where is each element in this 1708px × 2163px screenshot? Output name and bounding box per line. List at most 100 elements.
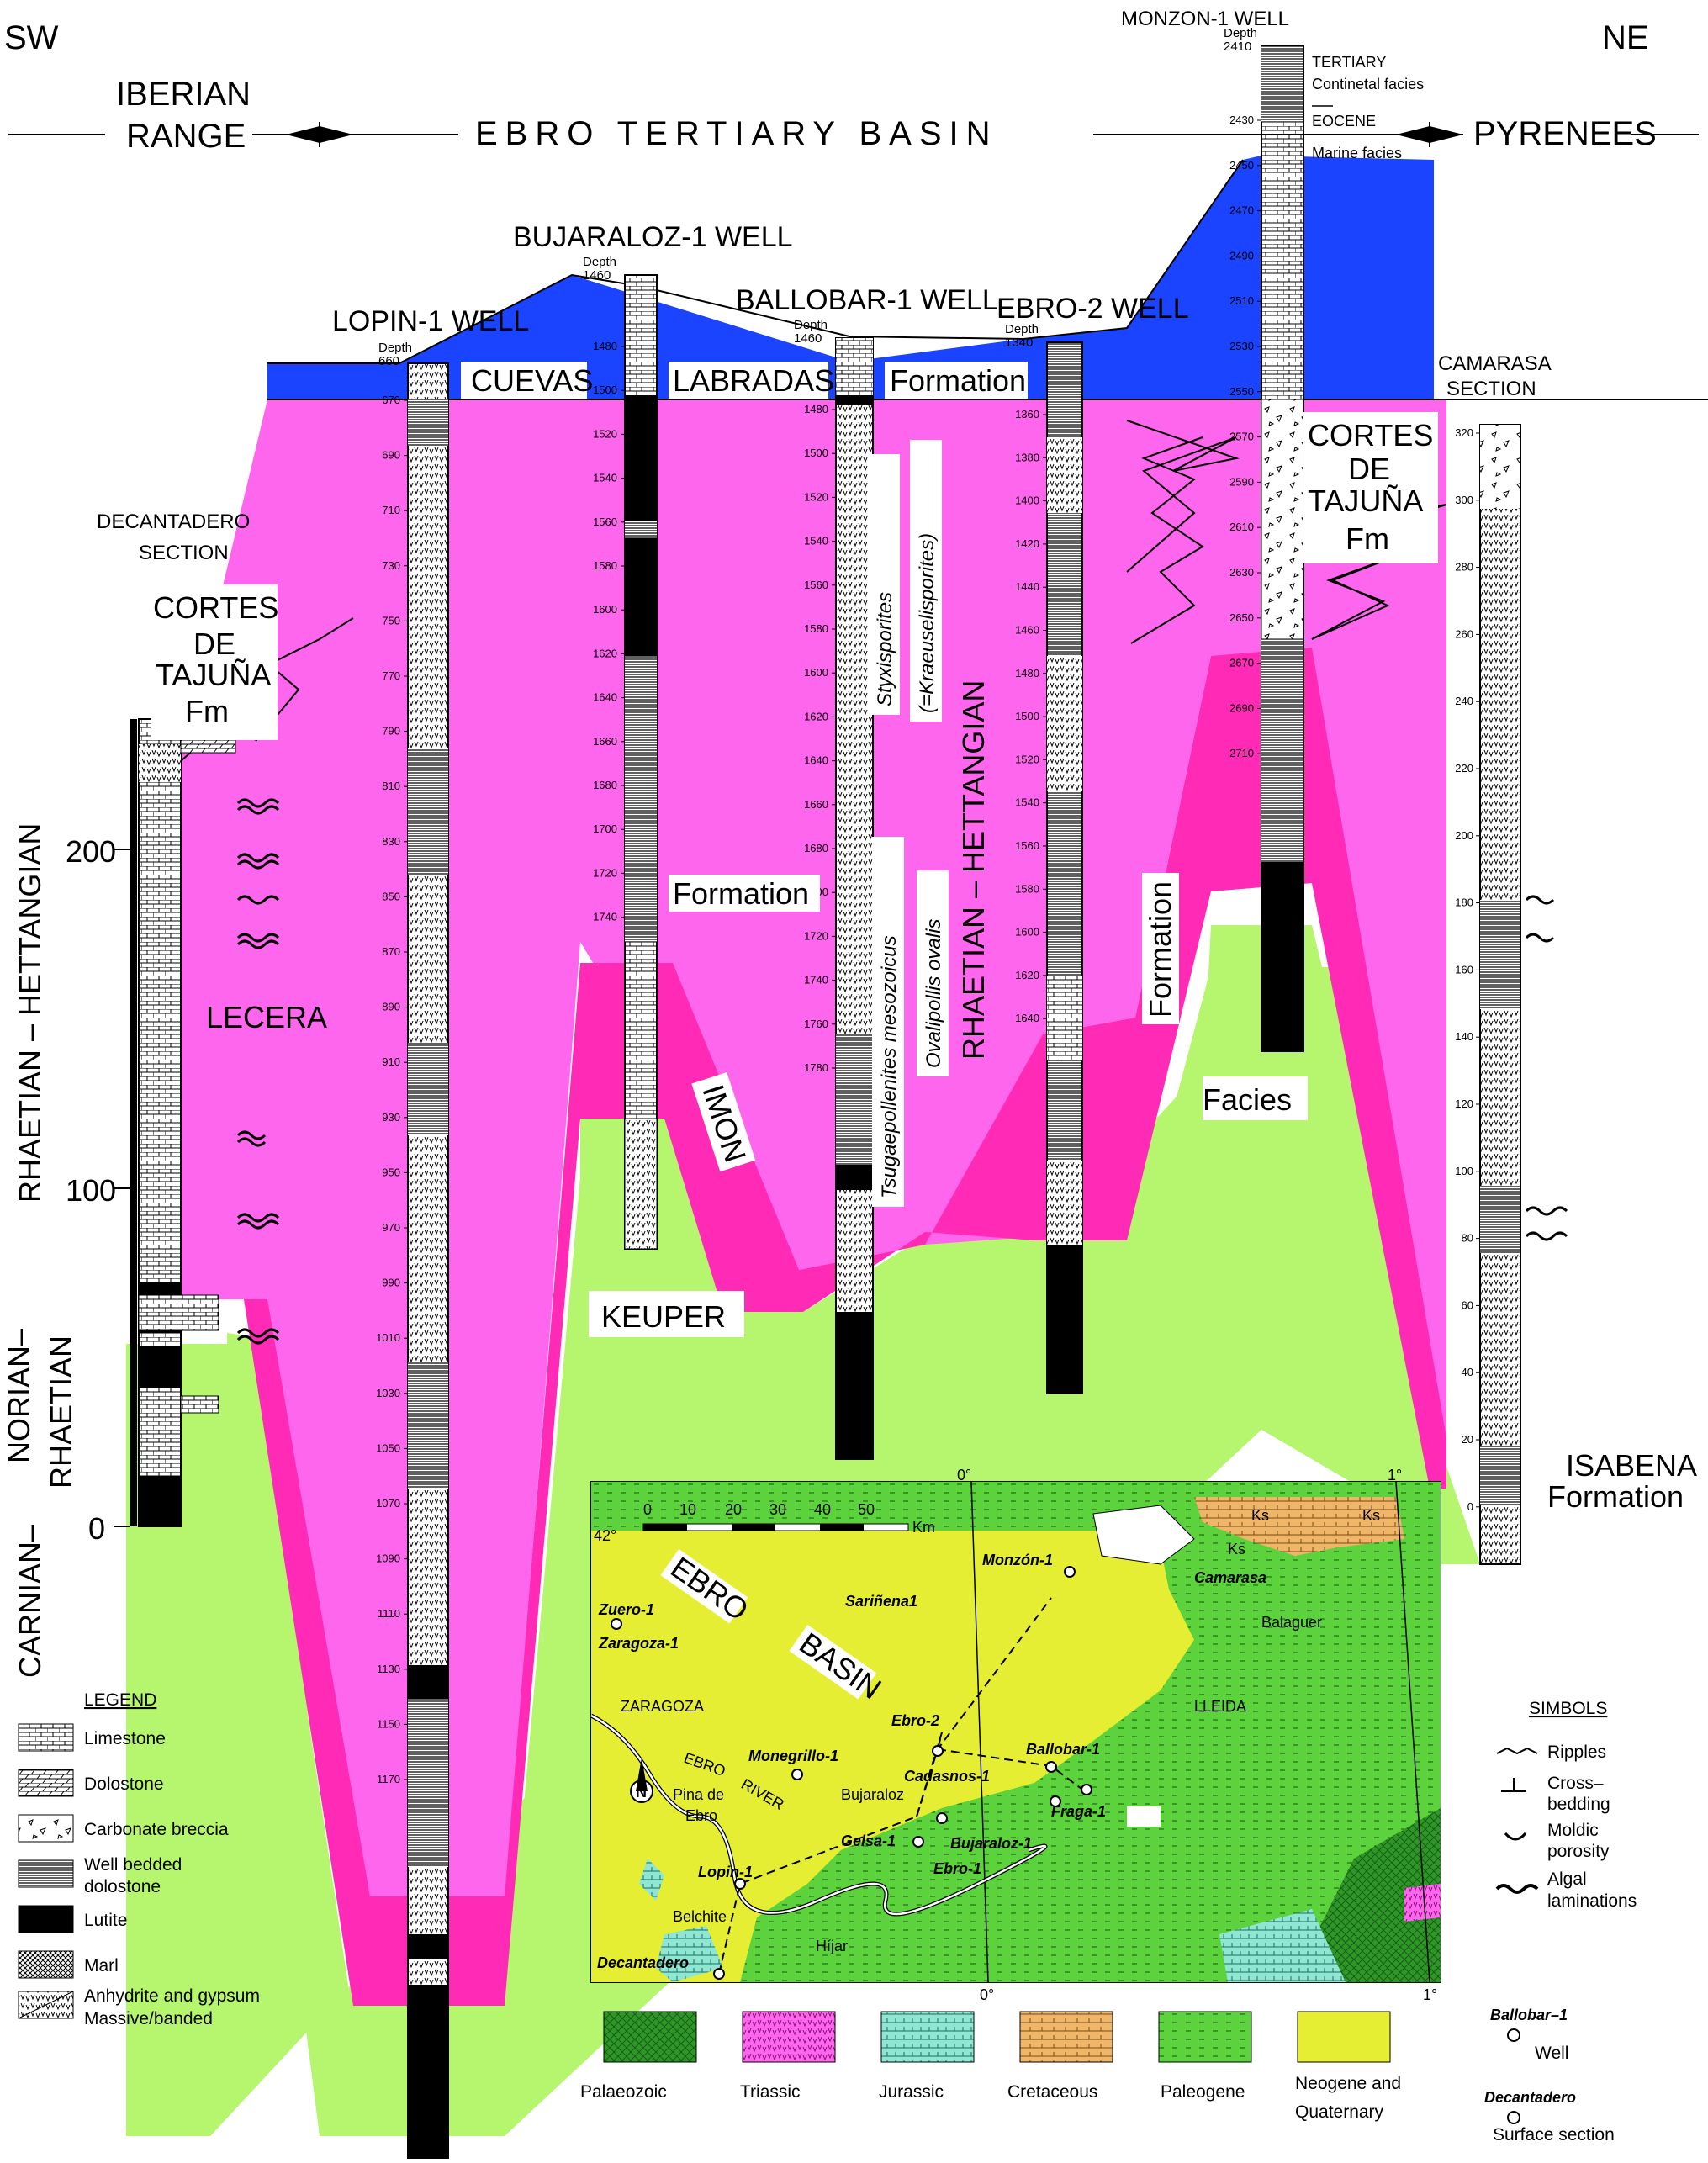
lat-42: 42° xyxy=(594,1527,616,1544)
iberian-label-1: IBERIAN xyxy=(116,76,251,113)
monzon-depth-label: 2610 xyxy=(1229,521,1254,533)
ks-3: Ks xyxy=(1228,1541,1245,1557)
lopin-depth-label: 870 xyxy=(382,945,400,958)
ebro2-depth-label: 1360 xyxy=(1015,408,1039,420)
scale-30: 30 xyxy=(769,1501,786,1518)
legend-massive: Massive/banded xyxy=(84,2009,213,2028)
ne-label: NE xyxy=(1602,19,1649,56)
isabena-label-1: ISABENA xyxy=(1566,1448,1697,1483)
ballobar-depth-ticks: 1480150015201540156015801600162016401660… xyxy=(804,403,836,1074)
ballobar-depth-label: 1680 xyxy=(804,842,828,854)
legend-anhydrite: Anhydrite and gypsum xyxy=(84,1986,260,2006)
bujaraloz-depth-label: 1620 xyxy=(593,647,617,659)
ebro2-depth-label: 1460 xyxy=(1015,624,1039,637)
bujaraloz-depth-label: 1700 xyxy=(593,822,617,835)
legend-lutite: Lutite xyxy=(84,1911,127,1930)
cortes-right-1: CORTES xyxy=(1308,418,1433,452)
legend-well-bedded-2: dolostone xyxy=(84,1877,161,1896)
camarasa-depth-label: 160 xyxy=(1455,963,1473,976)
ebro2-depth-label: 1520 xyxy=(1015,753,1039,765)
tsuga-label: Tsugaepollenites mesozoicus xyxy=(878,935,901,1198)
legend-title: LEGEND xyxy=(84,1690,156,1710)
camarasa-depth-label: 280 xyxy=(1455,561,1473,574)
map-hijar: Híjar xyxy=(816,1938,848,1954)
monzon-depth-label: 2430 xyxy=(1229,114,1254,126)
map-gelsa: Gelsa-1 xyxy=(841,1832,896,1849)
cuevas-label: CUEVAS xyxy=(471,363,593,398)
map-legend xyxy=(603,2011,1391,2063)
ballobar-depth-label: 1540 xyxy=(804,535,828,547)
ks-1: Ks xyxy=(1251,1507,1269,1524)
age-label-norian: NORIAN– xyxy=(2,1329,36,1463)
map-legend-paleogene: Paleogene xyxy=(1161,2082,1245,2102)
cortes-left-4: Fm xyxy=(185,694,229,728)
map-ebro-2: Ebro-2 xyxy=(891,1712,939,1729)
decantadero-section-column xyxy=(130,718,236,1527)
legend-well-bedded-1: Well bedded xyxy=(84,1855,182,1875)
monzon-depth-label: 2490 xyxy=(1229,249,1254,262)
lopin-depth-label: 670 xyxy=(382,394,400,406)
decantadero-algal-symbols xyxy=(236,798,1568,1345)
bujaraloz-depth-label: 1600 xyxy=(593,603,617,616)
map-pina-1: Pina de xyxy=(673,1786,724,1803)
map-decantadero: Decantadero xyxy=(597,1954,689,1971)
lopin-depth-label: 890 xyxy=(382,1001,400,1013)
key-well: Well xyxy=(1535,2044,1568,2063)
iberian-label-2: RANGE xyxy=(126,118,246,155)
lopin-depth-label: 770 xyxy=(382,669,400,682)
camarasa-depth-label: 60 xyxy=(1462,1298,1473,1311)
map-cadasnos: Cadasnos-1 xyxy=(904,1768,990,1785)
lopin-depth-label: 1130 xyxy=(377,1663,400,1675)
ebro2-depth-label: 1380 xyxy=(1015,451,1039,463)
rhaetian-hettangian-well-label: RHAETIAN – HETTANGIAN xyxy=(956,680,991,1060)
camarasa-title: CAMARASA xyxy=(1438,352,1552,375)
lecera-formation-fill xyxy=(181,399,1446,1909)
tertiary-note: TERTIARY xyxy=(1312,54,1386,71)
cortes-left-2: DE xyxy=(193,627,235,661)
ballobar-depth-label: 1660 xyxy=(804,798,828,811)
ebro2-depth-label: 1420 xyxy=(1015,537,1039,550)
map-balaguer: Balaguer xyxy=(1261,1614,1322,1631)
ebro-2-column xyxy=(1046,341,1083,1394)
lopin-depth-label: 750 xyxy=(382,614,400,627)
map-lopin: Lopin-1 xyxy=(698,1864,753,1880)
bujaraloz-depth-label: 1520 xyxy=(593,427,617,440)
bujaraloz-well-title: BUJARALOZ-1 WELL xyxy=(513,221,793,253)
lopin-depth-label: 1050 xyxy=(376,1441,400,1454)
formation-label-top: Formation xyxy=(890,363,1026,398)
legend-dolostone: Dolostone xyxy=(84,1774,164,1794)
camarasa-depth-label: 140 xyxy=(1455,1030,1473,1043)
monzon-depth-label: 2470 xyxy=(1229,204,1254,217)
ballobar-depth-label: 1620 xyxy=(804,710,828,722)
ebro2-depth-label: 1400 xyxy=(1015,494,1039,507)
bujaraloz-depth-label: 1640 xyxy=(593,691,617,704)
scale-10: 10 xyxy=(679,1501,696,1518)
bujaraloz-depth-label: 1660 xyxy=(593,735,617,748)
ebro2-depth-label: 1480 xyxy=(1015,667,1039,680)
map-sarinena: Sariñena1 xyxy=(845,1593,917,1610)
lopin-depth-label: 970 xyxy=(382,1221,400,1234)
lopin-depth-label: 690 xyxy=(382,449,400,462)
lopin-depth-label: 1170 xyxy=(377,1773,400,1785)
map-legend-jurassic: Jurassic xyxy=(879,2082,944,2102)
ballobar-depth-label: 1480 xyxy=(804,403,828,415)
marine-note: Marine facies xyxy=(1312,145,1402,161)
legend-breccia: Carbonate breccia xyxy=(84,1820,229,1839)
map-belchite: Belchite xyxy=(673,1908,727,1925)
north-label: N xyxy=(636,1784,647,1801)
lopin-depth-label: 730 xyxy=(382,559,400,572)
camarasa-depth-label: 0 xyxy=(1467,1500,1473,1513)
monzon-depth-caption: Depth xyxy=(1224,26,1257,40)
map-monzon: Monzón-1 xyxy=(982,1552,1053,1568)
scale-km: Km xyxy=(912,1519,935,1536)
lopin-depth-label: 790 xyxy=(382,725,400,738)
symbol-moldic-2: porosity xyxy=(1547,1842,1610,1861)
ballobar-depth-caption: Depth xyxy=(794,318,828,332)
ks-2: Ks xyxy=(1362,1507,1380,1524)
monzon-top-depth: 2410 xyxy=(1224,40,1251,54)
lon-1-top: 1° xyxy=(1388,1467,1402,1483)
ebro2-well-title: EBRO-2 WELL xyxy=(997,293,1189,325)
monzon-depth-label: 2690 xyxy=(1229,701,1254,714)
map-legend-cretaceous: Cretaceous xyxy=(1007,2082,1097,2102)
left-age-axis: 200 100 0 xyxy=(66,834,130,1546)
